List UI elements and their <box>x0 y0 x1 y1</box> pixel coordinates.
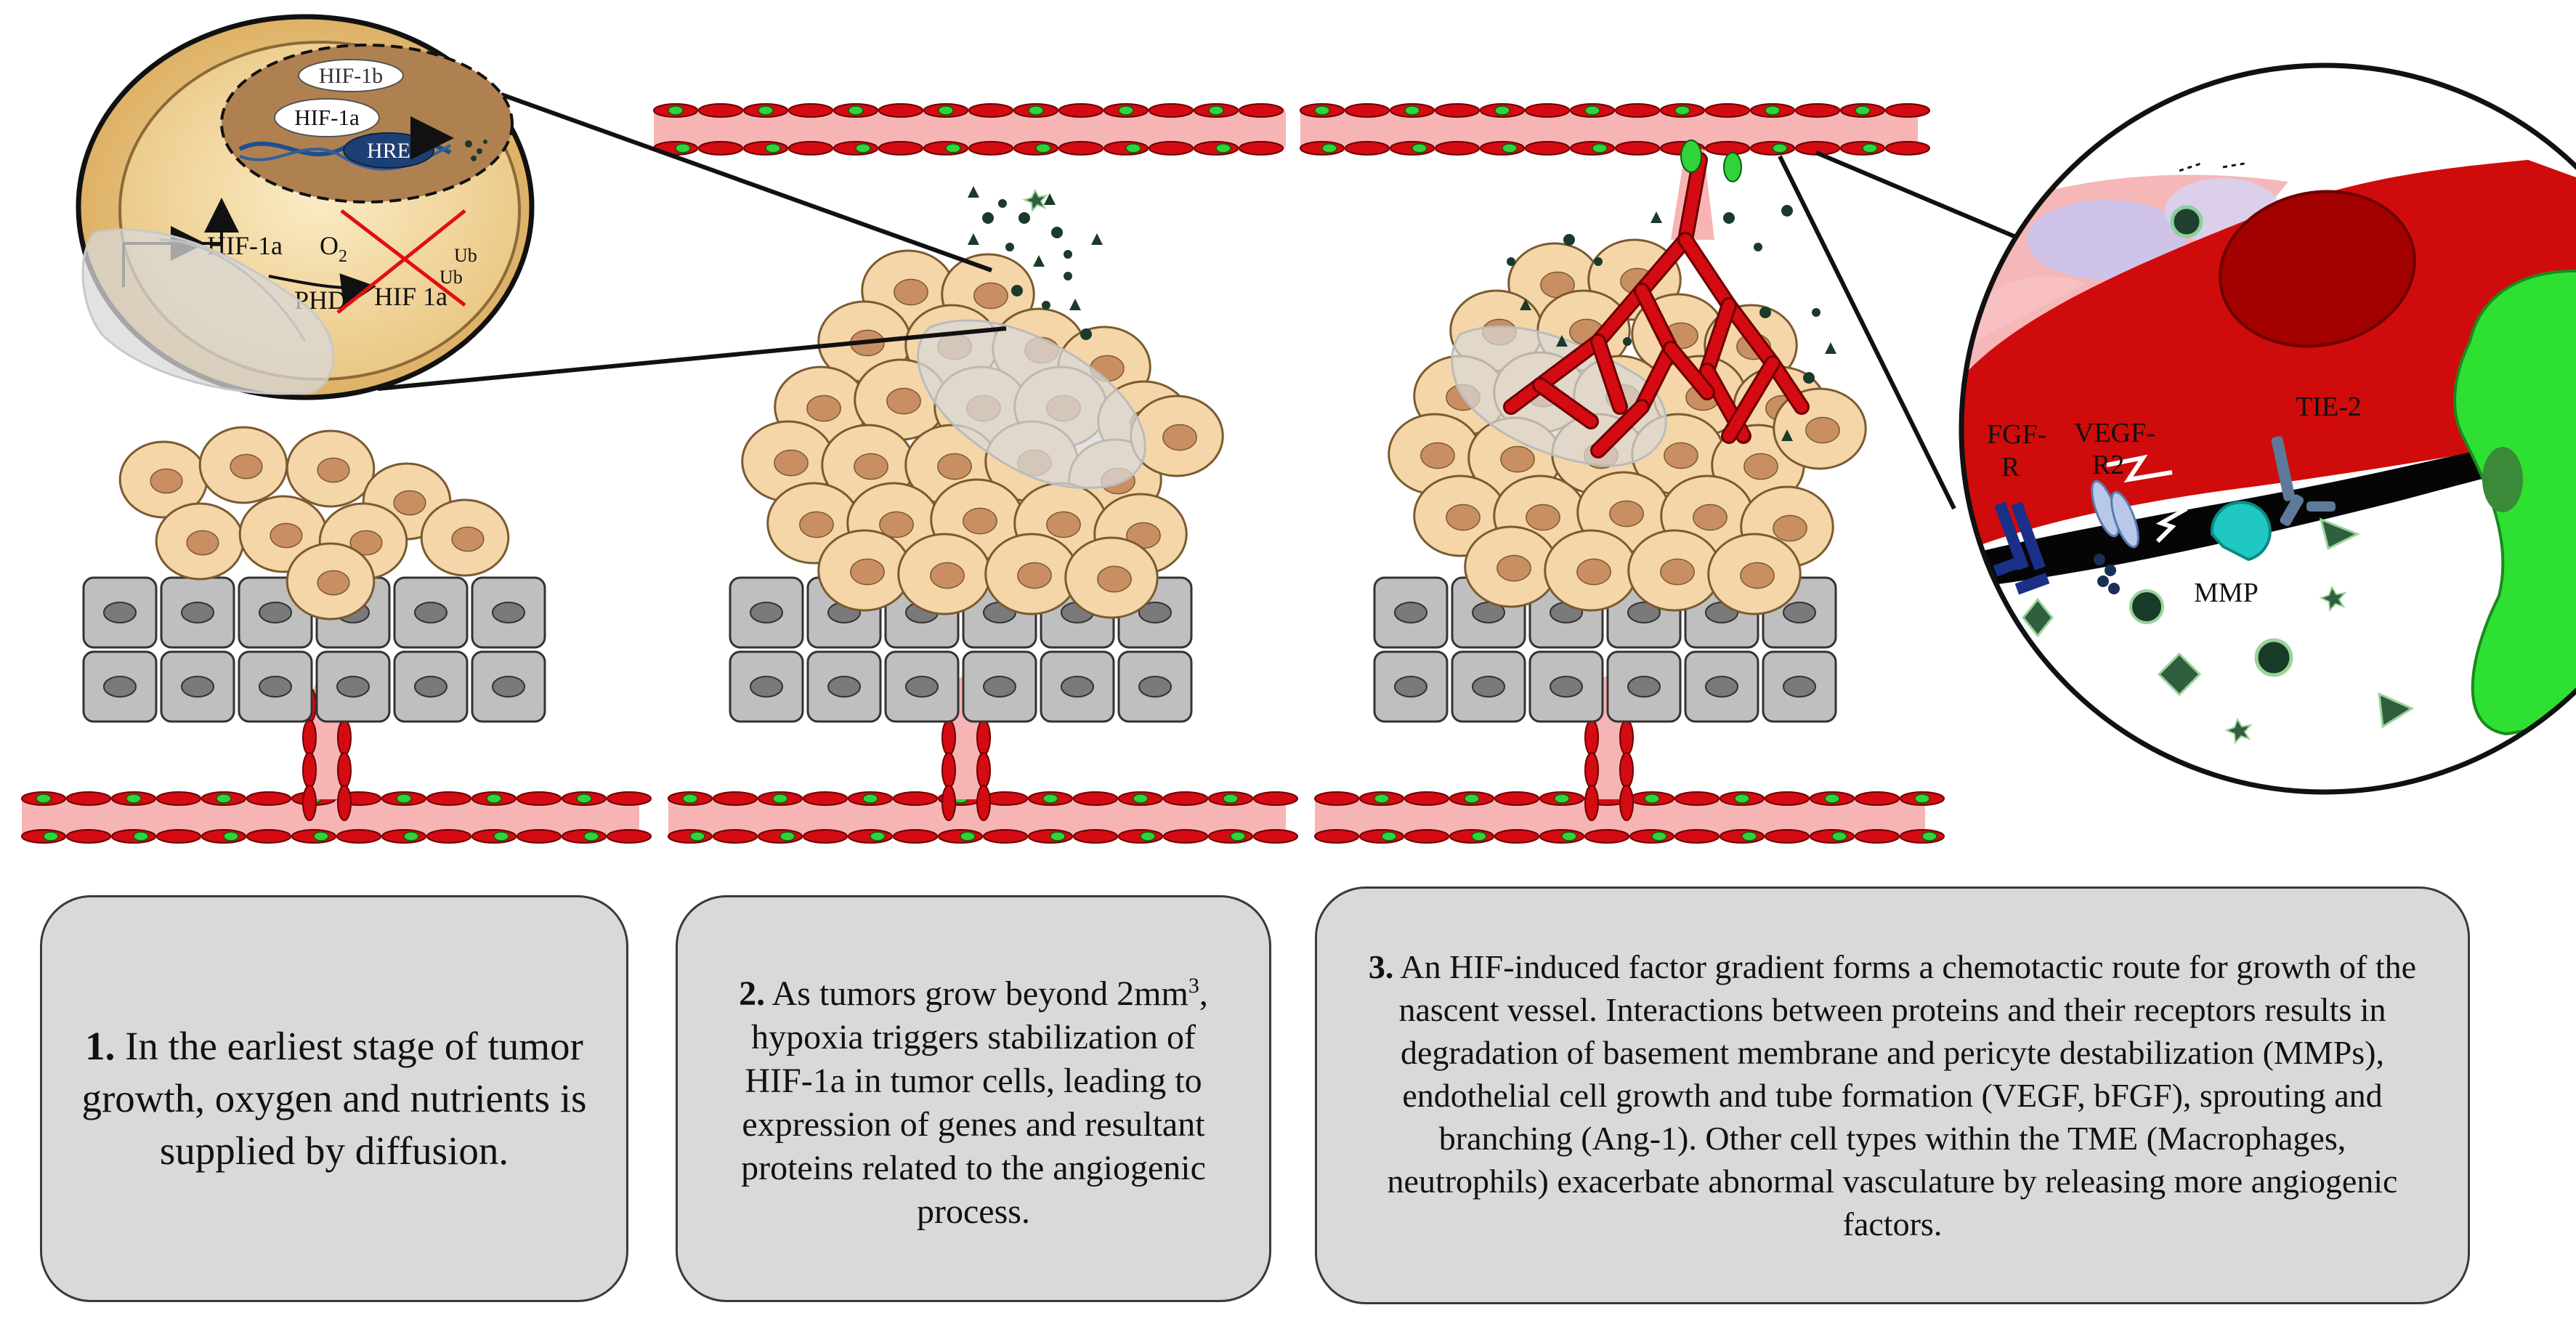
endothelial-cell <box>1961 160 2576 552</box>
import-arrow <box>202 198 239 245</box>
caption-stage-1-number: 1. <box>85 1024 116 1068</box>
hif1a-nuclear-label: HIF-1a <box>294 105 360 130</box>
tumor-stage-3 <box>1388 238 1867 615</box>
receptor-inset: FGF- R VEGF- R2 TIE-2 MMP <box>1959 62 2576 795</box>
factor-particles <box>968 186 1836 441</box>
hif1b-badge <box>298 59 404 92</box>
zoom-line-top <box>500 92 993 272</box>
tumor-masses <box>118 238 1867 621</box>
caption-stage-3-text: 3. An HIF-induced factor gradient forms … <box>1361 945 2424 1245</box>
caption-stage-3-body: An HIF-induced factor gradient forms a c… <box>1387 948 2417 1243</box>
zoom-line-right-bottom <box>1778 155 1956 510</box>
hypoxic-core-2 <box>917 319 1146 489</box>
caption-stage-3: 3. An HIF-induced factor gradient forms … <box>1315 886 2470 1304</box>
hypoxic-region <box>81 228 335 395</box>
caption-stage-2-text: 2. As tumors grow beyond 2mm3, hypoxia t… <box>714 964 1233 1234</box>
endothelial-nucleus <box>2219 190 2416 348</box>
fgf-receptor <box>1993 501 2054 638</box>
transcription-arrow <box>410 116 454 160</box>
blood-vessels <box>21 103 1945 844</box>
caption-stage-2-body-a: As tumors grow beyond 2mm <box>765 974 1188 1013</box>
hif1a-degraded-label: HIF 1a <box>374 282 447 311</box>
caption-stage-2-superscript: 3 <box>1188 973 1199 998</box>
mmp-label: MMP <box>2194 578 2259 608</box>
hre-label: HRE <box>367 139 410 163</box>
tumor-stage-1 <box>118 426 510 621</box>
hif1b-label: HIF-1b <box>319 64 383 88</box>
tumor-stage-2 <box>741 249 1224 619</box>
caption-stage-1-body: In the earliest stage of tumor growth, o… <box>81 1024 587 1173</box>
caption-stage-2-body-b: , hypoxia triggers stabilization of HIF-… <box>741 974 1208 1231</box>
bottom-vessel-3 <box>1314 791 1945 844</box>
hif1a-nuclear-badge <box>274 98 380 137</box>
caption-stage-1: 1. In the earliest stage of tumor growth… <box>40 895 628 1302</box>
vegfr-label: VEGF- <box>2074 418 2155 448</box>
fgfr-label: FGF- <box>1987 419 2046 450</box>
caption-stage-2-number: 2. <box>739 974 766 1013</box>
tie2-receptor <box>2271 436 2360 551</box>
vessel-sprouts <box>1503 140 1810 458</box>
pericyte <box>2453 269 2576 736</box>
caption-stage-1-text: 1. In the earliest stage of tumor growth… <box>78 1020 590 1177</box>
caption-stage-3-number: 3. <box>1368 948 1394 985</box>
fgfr-label-line2: R <box>2001 452 2020 482</box>
angiogenic-factors <box>968 186 1836 441</box>
ub-label-2: Ub <box>440 267 463 288</box>
vegf-receptor <box>2091 480 2164 624</box>
hif-pathway-inset: HIF-1b HIF-1a HRE HIF-1a O2 PHD HIF 1a U… <box>76 14 535 400</box>
top-vessel-3 <box>1300 103 1930 155</box>
mmp-enzyme <box>2210 501 2272 562</box>
ub-label-1: Ub <box>454 245 477 266</box>
caption-stage-2: 2. As tumors grow beyond 2mm3, hypoxia t… <box>676 895 1271 1302</box>
o2-label: O2 <box>320 231 347 266</box>
vegfr-label-line2: R2 <box>2092 450 2124 480</box>
degradation-cross-2 <box>336 209 466 314</box>
tie2-label: TIE-2 <box>2296 392 2362 422</box>
epithelium-1 <box>82 576 546 723</box>
bottom-vessel-1 <box>21 791 652 844</box>
top-vessel-2 <box>653 103 1286 155</box>
bottom-vessel-2 <box>668 791 1298 844</box>
sprout-network <box>1503 140 1810 458</box>
zoom-line-bottom <box>377 326 1007 391</box>
